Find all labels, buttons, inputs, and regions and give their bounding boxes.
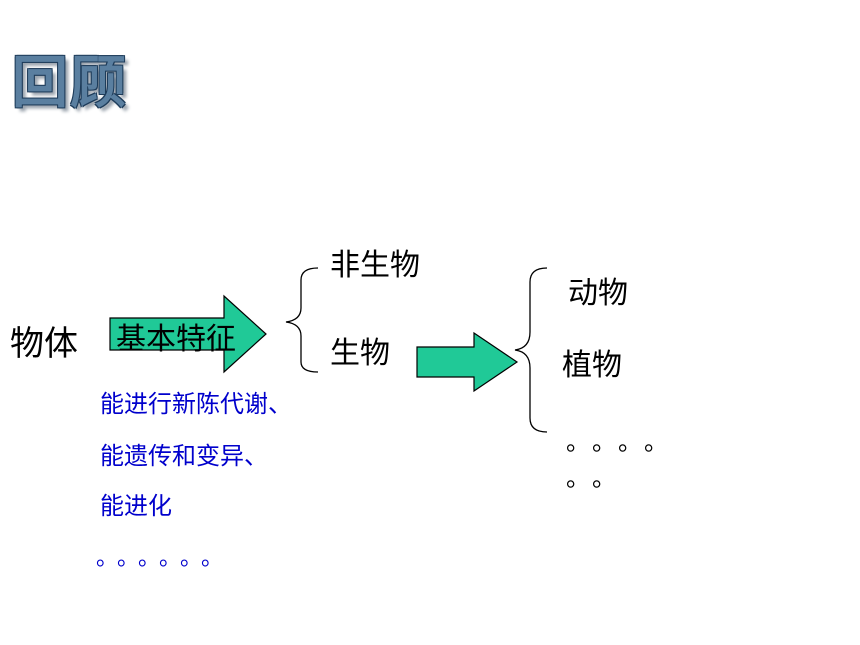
non-living-label: 非生物 xyxy=(330,248,420,283)
plant-label: 植物 xyxy=(562,348,622,383)
feature-arrow xyxy=(109,294,267,374)
living-label: 生物 xyxy=(330,336,390,371)
characteristic-heredity: 能遗传和变异、 xyxy=(100,442,268,470)
organism-arrow xyxy=(416,331,519,393)
brace-left xyxy=(285,267,319,373)
characteristic-metabolism: 能进行新陈代谢、 xyxy=(100,390,292,418)
root-label: 物体 xyxy=(10,324,78,364)
animal-label: 动物 xyxy=(568,276,628,311)
brace-right xyxy=(514,267,548,433)
more-kinds-dots-line2: 。。 xyxy=(566,464,630,492)
slide-title: 回顾 xyxy=(12,51,128,116)
more-kinds-dots-line1: 。。。。 xyxy=(566,428,682,456)
feature-arrow-label: 基本特征 xyxy=(116,322,236,357)
characteristic-evolution: 能进化 xyxy=(100,492,172,520)
characteristic-more-dots: 。。。。。。 xyxy=(96,546,234,571)
